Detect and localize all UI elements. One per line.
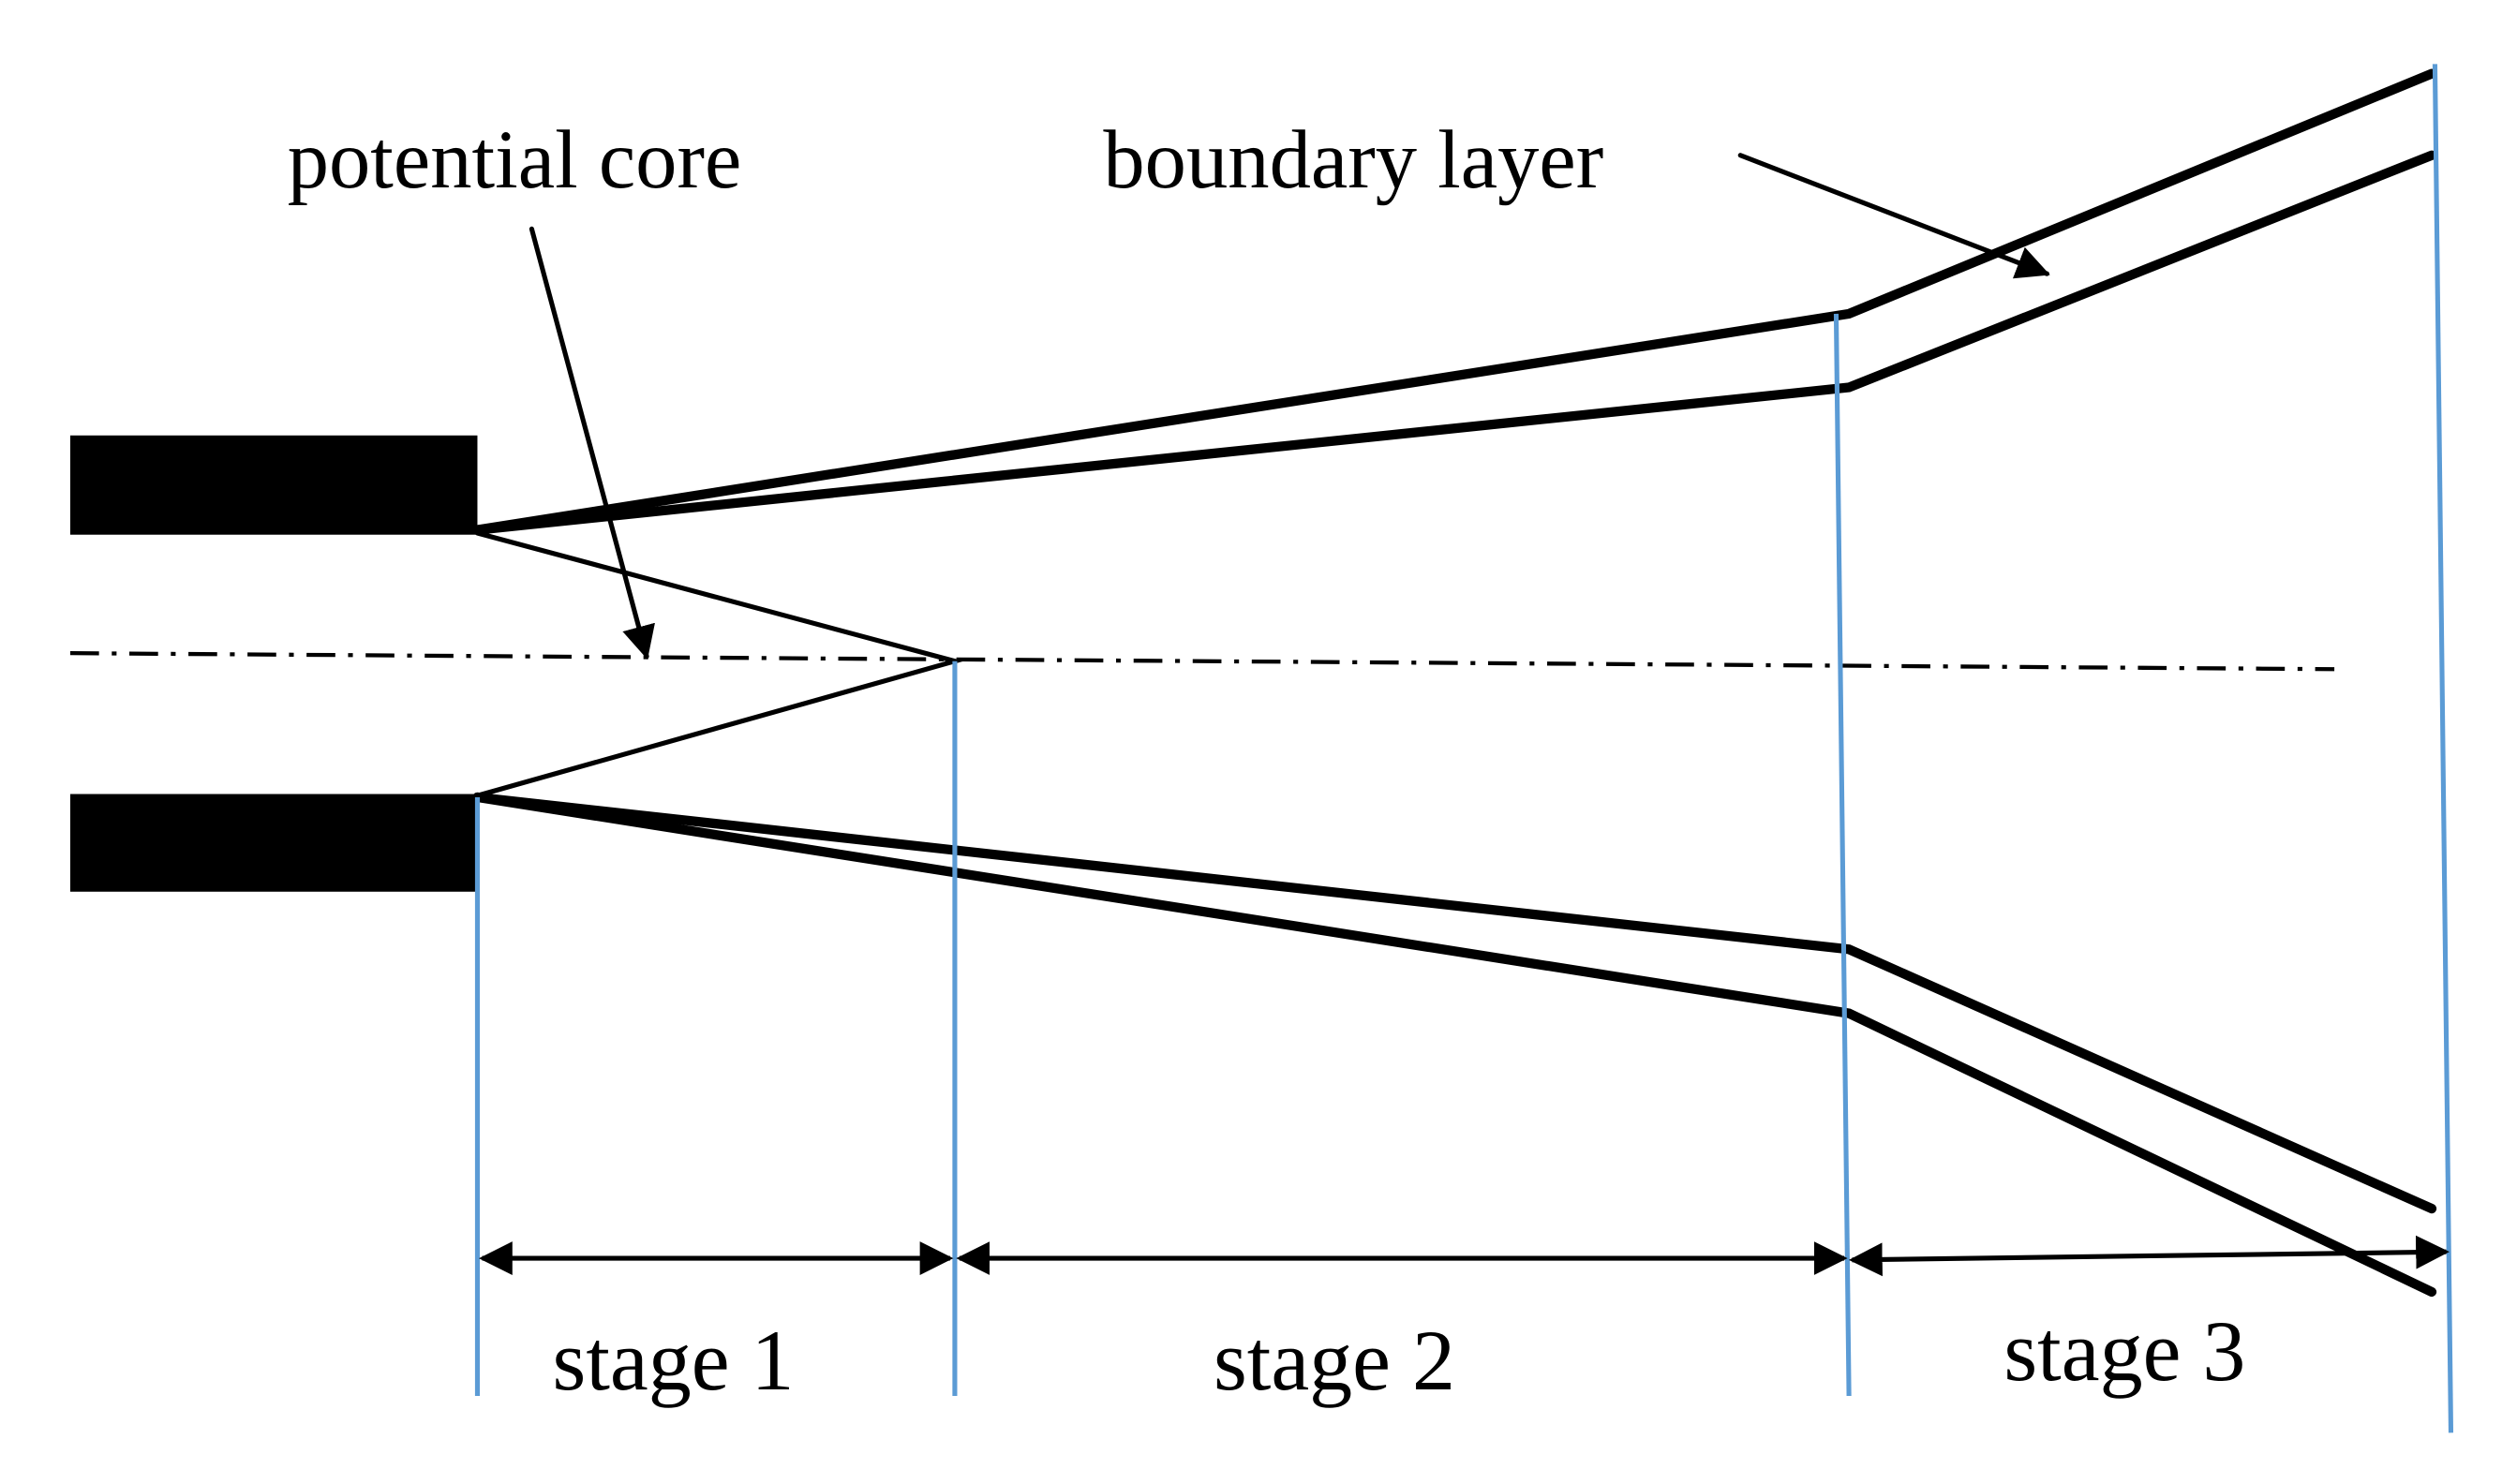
stage-boundary-line-4: [2432, 64, 2454, 1433]
stage-1-label: stage 1: [553, 1313, 795, 1408]
boundary-layer-leader-arrow: [1737, 153, 2050, 279]
potential-core-boundary: [474, 530, 964, 798]
jet-centerline: [69, 651, 2335, 672]
boundary-layer-label: boundary layer: [1103, 114, 1603, 206]
lower-nozzle-wall: [69, 794, 478, 892]
stage-3-dimension-arrow: [1848, 1235, 2450, 1277]
upper-nozzle-wall: [69, 435, 478, 535]
stage-2-label: stage 2: [1214, 1313, 1455, 1408]
potential-core-leader-arrow: [529, 226, 655, 660]
stage-3-label: stage 3: [2003, 1303, 2245, 1399]
upper-shear-layer-outer: [472, 68, 2437, 535]
stage-boundary-line-3: [1833, 313, 1852, 1397]
lower-shear-layer-outer: [472, 792, 2437, 1298]
upper-shear-layer-inner: [472, 150, 2437, 535]
lower-shear-layer-inner: [472, 792, 2437, 1214]
potential-core-label: potential core: [288, 114, 742, 206]
